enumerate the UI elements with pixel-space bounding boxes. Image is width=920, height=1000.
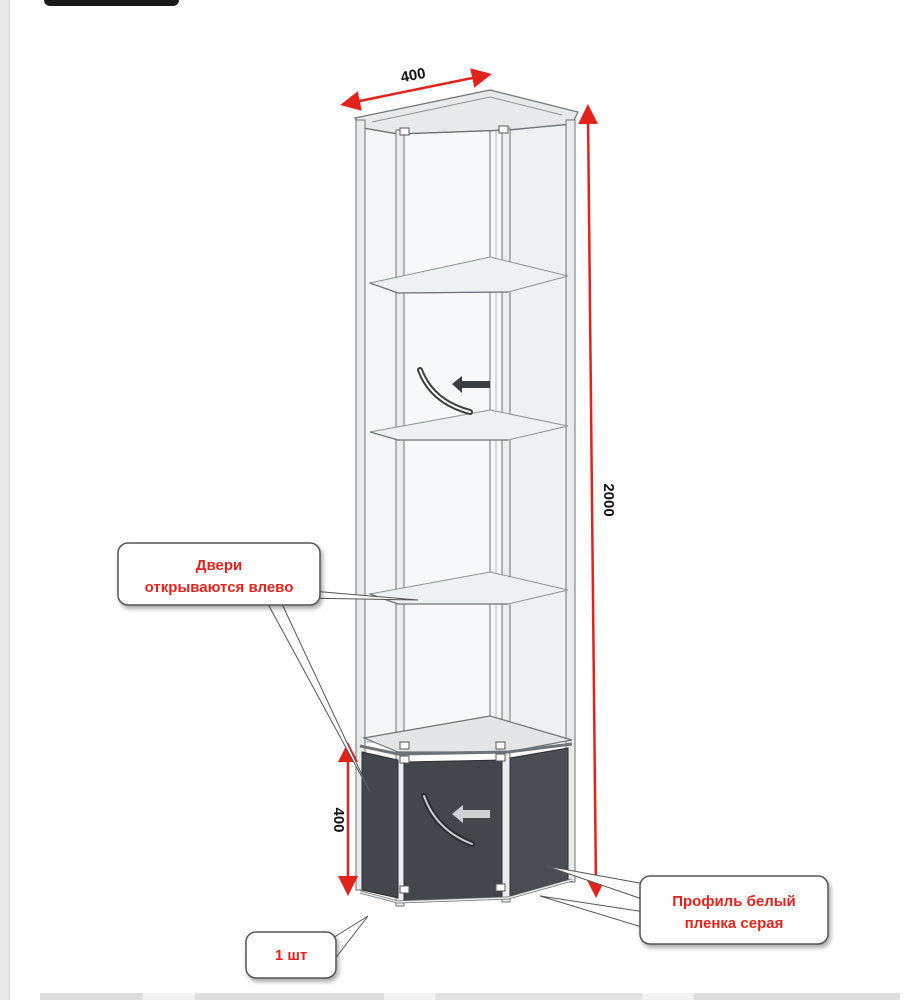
callout-doors: Двери открываются влево — [117, 542, 419, 793]
base-side-panel — [509, 747, 569, 897]
glass-shelf — [368, 256, 569, 294]
dimension-base-height-label: 400 — [330, 807, 347, 832]
callout-profile-line1: Профиль белый — [672, 893, 796, 910]
dimension-width-label: 400 — [399, 65, 427, 86]
page-bottom-edge — [40, 993, 900, 1000]
dimension-height-label: 2000 — [600, 483, 617, 516]
glass-shelf — [368, 571, 569, 605]
dimension-height: 2000 — [578, 104, 617, 898]
dimension-base-height: 400 — [330, 742, 358, 896]
door-right-profile — [501, 127, 511, 903]
callout-doors-line1: Двери — [196, 557, 242, 574]
base-top-plate — [361, 715, 573, 753]
callout-profile: Профиль белый пленка серая — [539, 865, 829, 945]
callout-quantity-label: 1 шт — [275, 947, 307, 964]
front-left-profile — [355, 119, 366, 891]
callout-quantity: 1 шт — [245, 915, 369, 979]
curved-arrow-left-icon — [417, 367, 490, 415]
callout-doors-line2: открываются влево — [145, 579, 294, 596]
top-toolbar-tab — [44, 0, 179, 6]
curved-arrow-left-icon — [421, 793, 490, 847]
base-front-panel — [361, 751, 399, 899]
side-right-profile — [565, 119, 576, 883]
page-left-margin — [0, 0, 10, 1000]
dimension-width: 400 — [340, 65, 492, 111]
callout-profile-line2: пленка серая — [685, 915, 784, 932]
glass-showcase-cabinet — [353, 89, 579, 907]
